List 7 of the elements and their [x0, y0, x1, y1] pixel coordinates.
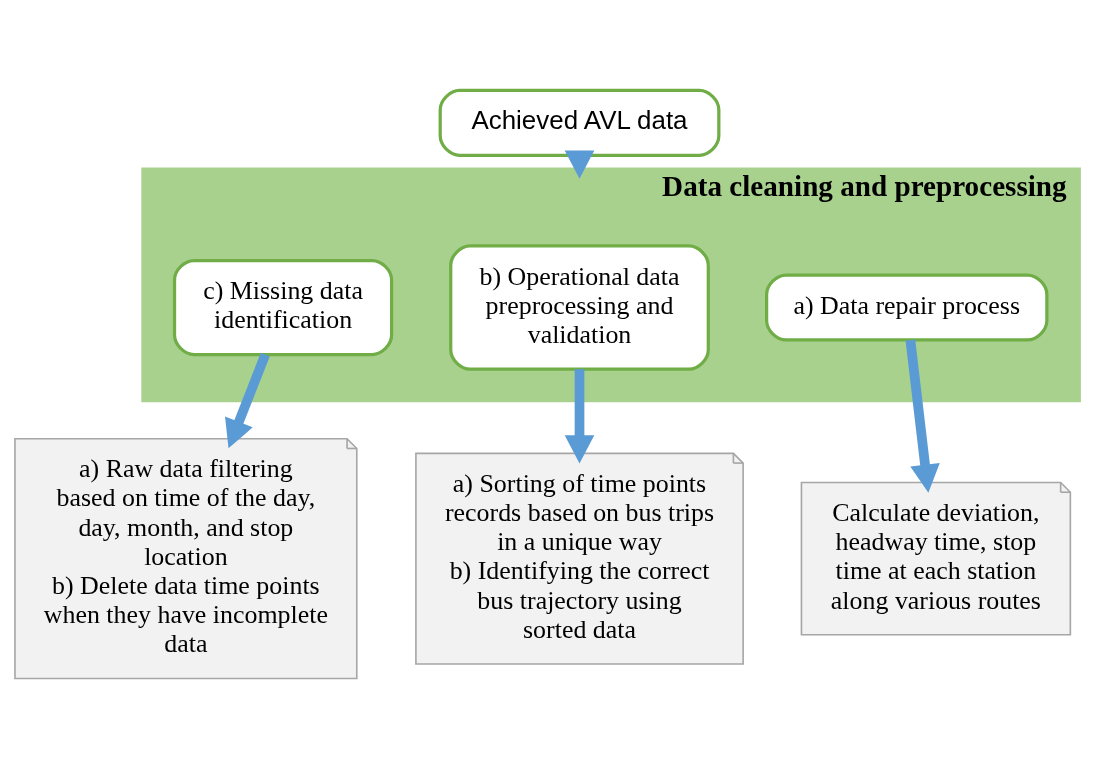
node-box: a) Data repair process [765, 273, 1049, 342]
node-box: c) Missing data identification [172, 258, 394, 357]
arrow [564, 369, 595, 464]
node-box: b) Operational data preprocessing and validation [449, 244, 710, 371]
arrow [905, 339, 940, 493]
arrow [225, 352, 270, 449]
arrow [564, 150, 595, 179]
